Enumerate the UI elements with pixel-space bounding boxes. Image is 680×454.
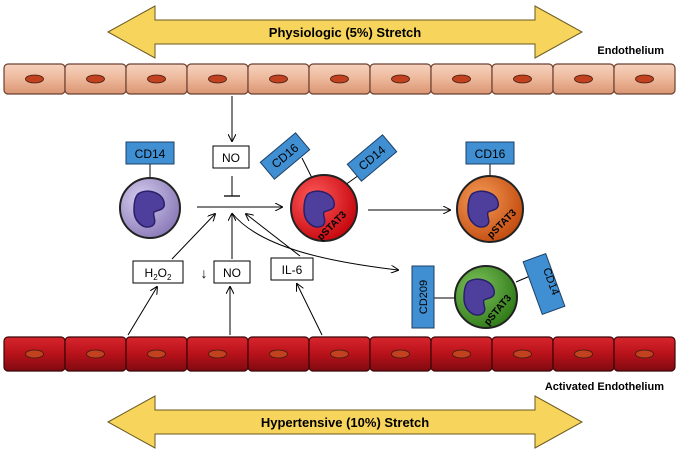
physiologic-stretch-arrow: Physiologic (5%) Stretch [106, 5, 584, 59]
hypertensive-stretch-label: Hypertensive (10%) Stretch [261, 415, 429, 430]
endothelial-top-cell-nucleus [635, 74, 654, 84]
arrow-h2o2-up [171, 214, 215, 260]
il6-box [270, 257, 314, 281]
arrow-endo-to-h2o2 [127, 287, 157, 336]
endothelial-top-cell-nucleus [330, 74, 349, 84]
endothelial-bottom-cell-nucleus [208, 349, 227, 359]
endothelium-top-row [3, 63, 676, 95]
endothelial-bottom-cell-nucleus [391, 349, 410, 359]
endothelial-bottom-cell-nucleus [330, 349, 349, 359]
no-bottom-label: NO [223, 266, 241, 280]
endothelial-bottom-cell-nucleus [452, 349, 471, 359]
arrow-il6-up [246, 214, 301, 257]
endothelial-bottom-cell-nucleus [574, 349, 593, 359]
classical-monocyte: CD14 [119, 141, 181, 239]
endothelial-top-cell-nucleus [147, 74, 166, 84]
endothelial-bottom-cell-nucleus [25, 349, 44, 359]
endothelial-top-cell-nucleus [269, 74, 288, 84]
il6-label: IL-6 [282, 263, 303, 277]
nonclassical-monocyte: CD16 pSTAT3 [456, 141, 524, 243]
arrow-endo-to-il6 [297, 284, 323, 336]
h2o2-box [132, 260, 184, 284]
no-bottom-box [213, 260, 251, 284]
endothelial-top-cell-nucleus [208, 74, 227, 84]
cd16-marker-box-intermediate [259, 132, 311, 180]
cd16-marker-label-nonclassical: CD16 [475, 147, 506, 161]
endothelial-bottom-cell-nucleus [86, 349, 105, 359]
cd14-marker-box-dc [522, 252, 566, 316]
physiologic-stretch-label: Physiologic (5%) Stretch [269, 25, 421, 40]
intermediate-monocyte: CD16 CD14 pSTAT3 [259, 132, 398, 243]
endothelial-bottom-cell-nucleus [269, 349, 288, 359]
endothelial-top-cell-nucleus [25, 74, 44, 84]
cd209-marker-label: CD209 [418, 280, 430, 314]
endothelial-top-cell-nucleus [513, 74, 532, 84]
activated-endothelium-label: Activated Endothelium [545, 381, 664, 393]
endothelial-top-cell-nucleus [391, 74, 410, 84]
hypertensive-stretch-arrow: Hypertensive (10%) Stretch [106, 395, 584, 449]
cd16-marker-box-nonclassical [465, 141, 515, 165]
cd14-marker-box-intermediate [346, 134, 398, 182]
h2o2-label: H2O2 [145, 266, 172, 282]
endothelial-bottom-cell-nucleus [513, 349, 532, 359]
no-top-box [212, 145, 250, 169]
no-top-label: NO [222, 151, 240, 165]
arrow-to-dc-monocyte [231, 212, 398, 270]
endothelial-top-cell-nucleus [86, 74, 105, 84]
endothelial-top-cell-nucleus [574, 74, 593, 84]
cd14-marker-label: CD14 [135, 147, 166, 161]
endothelial-top-cell-nucleus [452, 74, 471, 84]
cd14-marker-box [125, 141, 175, 165]
endothelial-bottom-cell-nucleus [147, 349, 166, 359]
cd209-marker-box [411, 265, 435, 329]
dc-monocyte: CD209 CD14 pSTAT3 [411, 252, 566, 329]
endothelium-label: Endothelium [597, 45, 664, 57]
down-arrow-glyph: ↓ [201, 265, 208, 281]
endothelium-bottom-row [3, 336, 676, 372]
endothelial-bottom-cell-nucleus [635, 349, 654, 359]
